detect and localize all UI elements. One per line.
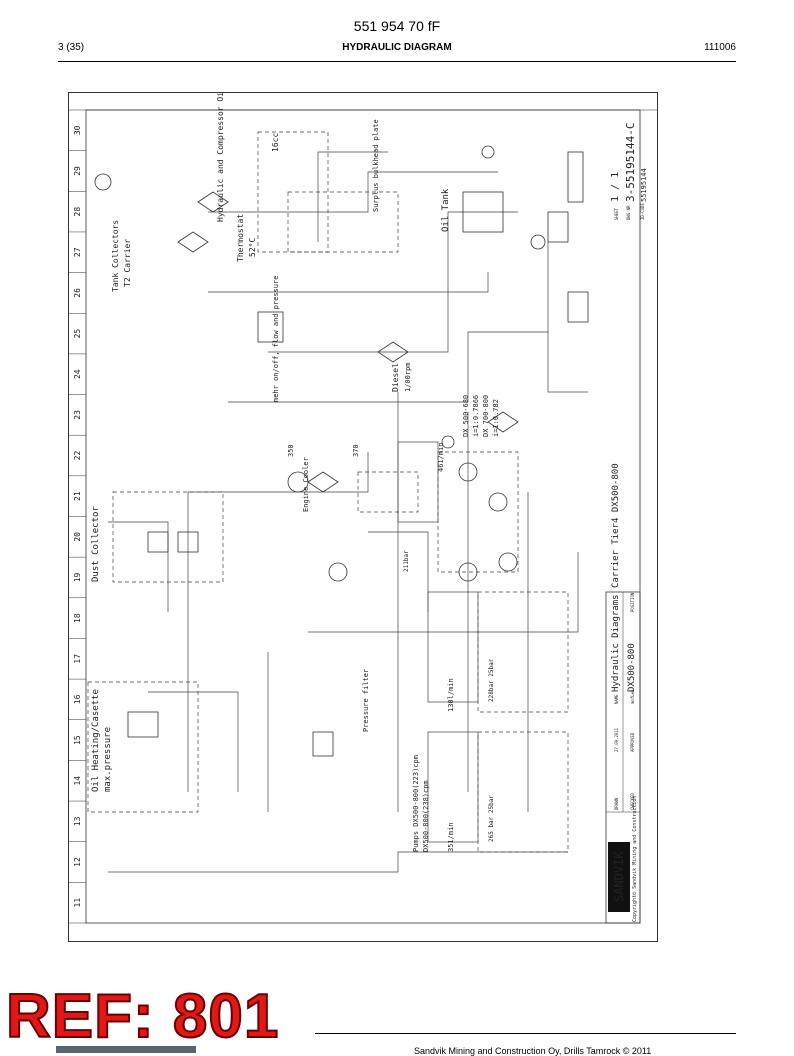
column-number: 21: [73, 491, 82, 501]
drawing-number: 3-55195144-C: [624, 123, 637, 202]
thermostat-label: Thermostat: [236, 214, 245, 262]
copyright-text: Copyright© Sandvik Mining and Constructi…: [632, 796, 638, 922]
sheet-number: 1 / 1: [610, 172, 621, 202]
column-number: 20: [73, 532, 82, 542]
document-date: 111006: [704, 42, 736, 53]
components: [94, 145, 589, 757]
column-number: 23: [73, 410, 82, 420]
company-logo-text: SANDVIK: [612, 851, 626, 902]
column-number: 14: [73, 776, 82, 786]
drawn-date: 27.09.2011: [614, 727, 619, 752]
part-370-label: 370: [352, 444, 360, 457]
id-label: ID-CODE: [640, 203, 645, 220]
drawing-frame: [68, 92, 658, 942]
diesel-rpm-label: 1/00rpm: [404, 362, 412, 392]
sheet-label: SHEET: [614, 207, 619, 220]
max-pressure-label: max.pressure: [103, 727, 113, 792]
drawing-title-2: DX500-800: [627, 643, 637, 692]
flow-461-label: 461/min: [437, 442, 445, 472]
engine-cooler-label: Engine Cooler: [302, 457, 310, 512]
schematic-labels: Oil Heating/Casette max.pressure Dust Co…: [91, 92, 500, 852]
sandvik-logo: [608, 842, 630, 912]
stamp-underbar: [56, 1046, 196, 1053]
column-number: 30: [73, 125, 82, 135]
drawn-label: DRAWN: [614, 797, 619, 810]
pumps-label-2: DX500-800(238)cpm: [422, 780, 430, 852]
oil-heating-label: Oil Heating/Casette: [91, 689, 101, 792]
pressure-filter-label: Pressure filter: [362, 669, 370, 732]
reference-stamp: REF: 801: [5, 982, 280, 1051]
header-divider: [58, 61, 736, 62]
flow-130-label: 130l/min: [447, 678, 455, 712]
id-code: 55195144: [640, 168, 648, 202]
dust-collector-label: Dust Collector: [91, 506, 101, 582]
column-number-strip: 11 12 13 14 15 16 17 18 19 20 21 22 23 24 25 26 27 28 29 30: [68, 125, 86, 924]
drawing-title-1: Hydraulic Diagrams: [611, 594, 621, 692]
name-label: NAME: [614, 694, 619, 704]
t2-carrier-label: T2 Carrier: [123, 239, 132, 287]
document-number: 551 954 70 fF: [353, 18, 441, 34]
column-number: 27: [73, 247, 82, 257]
column-number: 22: [73, 451, 82, 461]
column-number: 28: [73, 207, 82, 217]
bar-265-label: 265 bar 25bar: [488, 795, 495, 842]
ratio-line-2: i=1:0.7866: [472, 395, 480, 437]
carrier-title: Carrier Tier4 DX500-800: [611, 463, 621, 588]
column-number: 12: [73, 857, 82, 867]
position-label: POSITION: [630, 592, 635, 612]
cooler-size-label: 16cc: [271, 133, 280, 152]
hydraulic-schematic: 11 12 13 14 15 16 17 18 19 20 21 22 23 24 25 26 27 28 29 30…: [68, 92, 658, 942]
column-number: 25: [73, 329, 82, 339]
column-number: 17: [73, 654, 82, 664]
pumps-label-1: Pumps DX500-800(223)cpm: [412, 755, 420, 852]
column-number: 15: [73, 735, 82, 745]
page-count: 3 (35): [58, 42, 85, 53]
bar-228-label: 228bar 25bar: [488, 658, 495, 702]
thermostat-temp: 52°C: [248, 238, 257, 257]
surplus-bulkhead-label: Surplus bulkhead plate: [372, 119, 380, 212]
ratio-line-1: DX 500-680: [462, 395, 470, 437]
column-number: 29: [73, 166, 82, 176]
column-number: 26: [73, 288, 82, 298]
inner-frame: [85, 109, 641, 924]
tank-collectors-label: Tank Collectors: [111, 220, 120, 292]
column-number: 18: [73, 613, 82, 623]
dwg-label: DWG NR: [626, 205, 631, 220]
checked-label: CHECKED: [630, 793, 635, 810]
diesel-label: Diesel: [391, 363, 400, 392]
ratio-line-4: i=1:0.782: [492, 399, 500, 437]
hydraulic-lines: [87, 131, 588, 873]
footer-divider: [315, 1033, 736, 1034]
column-number: 16: [73, 694, 82, 704]
column-number: 24: [73, 369, 82, 379]
flow-pressure-label: mehr on/off, flow and pressure: [272, 276, 280, 402]
approved-label: APPROVED: [630, 732, 635, 752]
flow-351-label: 351/min: [447, 822, 455, 852]
title-block: SANDVIK Copyright© Sandvik Mining and Co…: [605, 123, 648, 924]
part-350-label: 350: [287, 444, 295, 457]
drawn-name: mofLeh: [630, 689, 635, 704]
page-title: HYDRAULIC DIAGRAM: [342, 42, 452, 53]
bar-211-label: 211bar: [403, 550, 410, 572]
footer-copyright: Sandvik Mining and Construction Oy, Dril…: [414, 1046, 652, 1056]
column-number: 11: [73, 898, 82, 908]
ratio-line-3: DX 700-800: [482, 395, 490, 437]
column-number: 19: [73, 572, 82, 582]
oil-cooler-label: Hydraulic and Compressor Oil Cooler: [216, 92, 225, 222]
column-number: 13: [73, 816, 82, 826]
oil-tank-label: Oil Tank: [441, 188, 451, 232]
